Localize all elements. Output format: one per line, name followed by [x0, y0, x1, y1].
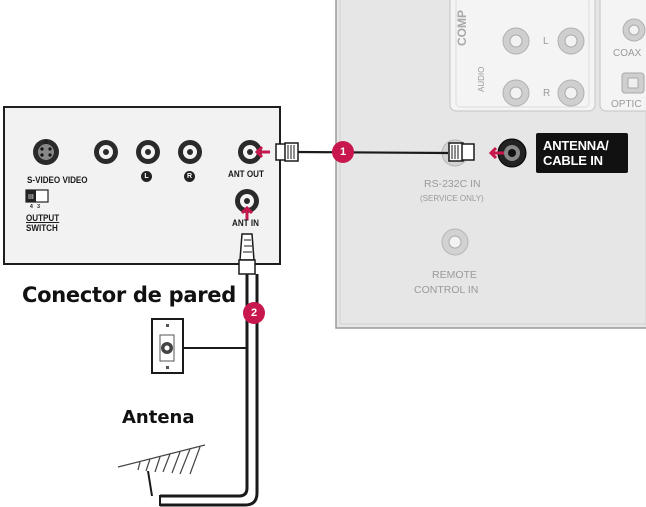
l-mark-text: L: [144, 173, 149, 180]
switch-numbers: 4 3: [30, 204, 40, 210]
digital-audio-block: [599, 0, 646, 112]
optic-label: OPTIC: [611, 99, 642, 110]
vcr-rear-panel: III: [3, 106, 281, 265]
audio-label: AUDIO: [477, 66, 486, 92]
audio-l-label: L: [543, 36, 549, 47]
red-arrows: [240, 145, 504, 220]
video-jack: [94, 140, 118, 164]
audio-l-out-jack: [136, 140, 160, 164]
comp-label: COMP: [455, 10, 469, 46]
wall-connector: [151, 318, 184, 374]
rs232-sub-label: (SERVICE ONLY): [420, 194, 484, 203]
r-mark: R: [184, 171, 195, 182]
audio-r-label: R: [543, 88, 551, 99]
svg-text:III: III: [28, 194, 34, 201]
coax-label: COAX: [613, 48, 642, 59]
antenna: [117, 444, 206, 497]
antenna-label-line2: CABLE IN: [543, 153, 603, 168]
wall-connector-label: Conector de pared: [22, 283, 236, 307]
output-switch: III: [25, 189, 49, 203]
rs232-label: RS-232C IN: [424, 178, 481, 190]
ant-out-label: ANT OUT: [228, 169, 264, 180]
audio-r-jack: [502, 79, 530, 107]
svideo-video-label: S-VIDEO VIDEO: [27, 175, 88, 186]
step-badges: [243, 141, 354, 324]
output-switch-sub-label: SWITCH: [26, 223, 58, 234]
antenna-label-line1: ANTENNA/: [543, 138, 609, 153]
step-1-badge: 1: [339, 146, 347, 158]
l-mark: L: [141, 171, 152, 182]
step-2-badge: 2: [250, 307, 258, 319]
antenna-cable-in-label: ANTENNA/ CABLE IN: [536, 133, 628, 173]
s-video-jack: [33, 139, 59, 165]
audio-r-out-jack: [178, 140, 202, 164]
remote-sub-label: CONTROL IN: [414, 284, 479, 296]
output-switch-label: OUTPUT: [26, 213, 60, 224]
cable-1: [275, 142, 475, 162]
cable-2: [159, 233, 259, 507]
remote-control-jack: [441, 228, 469, 256]
audio-l-jack: [502, 27, 530, 55]
remote-label: REMOTE: [432, 269, 477, 281]
ant-in-jack: [235, 189, 259, 213]
ant-in-label: ANT IN: [232, 218, 259, 229]
component-audio-block: [449, 0, 596, 112]
r-mark-text: R: [186, 173, 193, 180]
ant-out-jack: [238, 140, 262, 164]
antenna-label: Antena: [122, 407, 195, 428]
audio-r-jack-2: [557, 79, 585, 107]
audio-l-jack-2: [557, 27, 585, 55]
